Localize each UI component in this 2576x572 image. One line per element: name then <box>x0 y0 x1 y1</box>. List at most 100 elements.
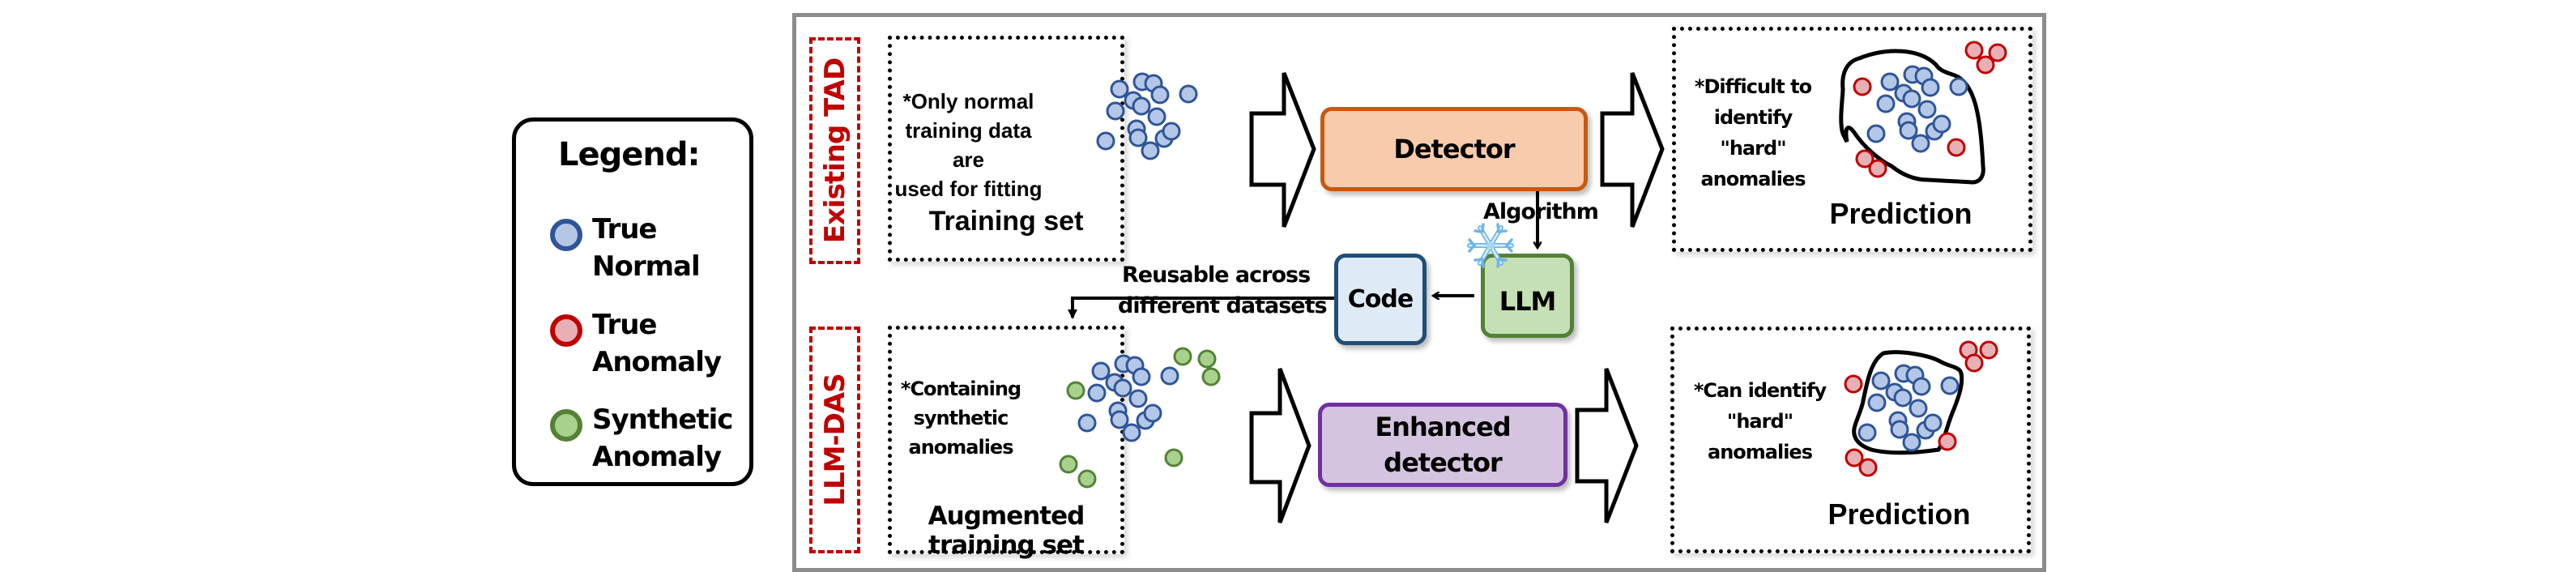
normal-point <box>1110 410 1129 429</box>
training-set-panel: *Only normal training data are used for … <box>888 36 1124 262</box>
normal-point <box>1867 393 1887 412</box>
training-set-note: *Only normal training data are used for … <box>893 87 1043 203</box>
normal-point <box>1909 399 1928 418</box>
normal-point <box>1871 371 1891 391</box>
legend-label-line2: Normal <box>592 250 701 283</box>
true-normal-dot-icon <box>550 219 582 251</box>
prediction-note-llm-das: *Can identify "hard" anomalies <box>1689 375 1831 467</box>
anomaly-point <box>1858 458 1878 477</box>
note-line: *Difficult to <box>1694 75 1812 98</box>
augmented-training-set-title: Augmented training set <box>928 502 1085 560</box>
synthetic-point <box>1173 347 1192 366</box>
normal-point <box>1876 94 1896 113</box>
llm-label: LLM <box>1499 286 1557 317</box>
anomaly-point <box>1964 353 1984 373</box>
code-to-augmented-arrow <box>1068 297 1334 319</box>
synthetic-anomaly-dot-icon <box>550 409 582 442</box>
llm-box: LLM <box>1481 254 1574 338</box>
code-label: Code <box>1347 285 1414 314</box>
detector-box: Detector <box>1320 107 1588 191</box>
normal-point <box>1143 403 1162 423</box>
normal-point <box>1940 376 1960 395</box>
synthetic-point <box>1077 469 1097 489</box>
training-set-title: Training set <box>928 206 1084 237</box>
synthetic-point <box>1059 455 1078 474</box>
snowflake-icon <box>1467 223 1514 268</box>
decision-boundary-llm-das <box>1852 350 1964 455</box>
anomaly-point <box>1845 448 1864 467</box>
normal-point <box>1128 128 1148 147</box>
normal-point <box>1899 121 1918 140</box>
code-box: Code <box>1334 254 1427 345</box>
note-line: "hard" <box>1726 410 1793 433</box>
normal-point <box>1923 413 1943 433</box>
augmented-training-set-panel: *Containing synthetic anomalies Augmente… <box>888 326 1124 560</box>
normal-point <box>1912 377 1931 396</box>
normal-point <box>1890 420 1909 439</box>
normal-point <box>1128 389 1148 408</box>
normal-point <box>1866 124 1886 143</box>
augmented-training-note: *Containing synthetic anomalies <box>900 374 1021 462</box>
legend-label-line1: Synthetic <box>592 403 733 436</box>
block-arrow-enhanced-to-prediction <box>1575 368 1639 523</box>
normal-point <box>1917 100 1937 119</box>
normal-point <box>1096 131 1115 151</box>
normal-point <box>1077 413 1097 433</box>
normal-point <box>1147 107 1166 126</box>
legend-label-line2: Anomaly <box>592 346 722 378</box>
normal-point <box>1122 423 1141 442</box>
normal-point <box>1141 141 1160 160</box>
legend-title: Legend: <box>558 136 700 173</box>
anomaly-point <box>1844 374 1863 394</box>
block-arrow-training-to-detector <box>1249 72 1316 228</box>
normal-point <box>1132 367 1151 386</box>
prediction-title-existing: Prediction <box>1829 197 1973 230</box>
normal-point <box>1110 79 1129 99</box>
anomaly-point <box>1976 55 1995 75</box>
normal-point <box>1893 388 1913 408</box>
normal-point <box>1132 96 1151 116</box>
anomaly-point <box>1979 340 1998 360</box>
normal-point <box>1113 378 1132 398</box>
enhanced-detector-box: Enhanced detector <box>1318 403 1567 487</box>
synthetic-point <box>1201 367 1221 386</box>
true-anomaly-dot-icon <box>550 314 582 347</box>
legend-label-line2: Anomaly <box>592 441 722 473</box>
synthetic-point <box>1066 381 1085 400</box>
anomaly-point <box>1868 159 1887 178</box>
normal-point <box>1857 423 1877 442</box>
scatter-points <box>1059 41 2007 489</box>
normal-point <box>1160 366 1179 386</box>
normal-point <box>1150 85 1170 105</box>
prediction-panel-existing: *Difficult to identify "hard" anomalies … <box>1672 27 2032 252</box>
block-arrow-augmented-to-enhanced <box>1249 368 1311 523</box>
block-arrow-detector-to-prediction <box>1600 72 1665 228</box>
synthetic-point <box>1164 448 1184 467</box>
note-line: synthetic <box>913 407 1009 429</box>
normal-point <box>1911 134 1930 153</box>
normal-point <box>1106 101 1125 121</box>
note-line: anomalies <box>908 436 1014 459</box>
prediction-note-existing: *Difficult to identify "hard" anomalies <box>1692 71 1814 194</box>
section-tag-llm-das: LLM-DAS <box>809 327 860 553</box>
anomaly-point <box>1938 432 1957 451</box>
normal-point <box>1902 89 1921 109</box>
legend-label-line1: True <box>592 309 658 341</box>
note-line: used for fitting <box>894 177 1043 201</box>
section-tag-existing-tad: Existing TAD <box>809 37 860 264</box>
normal-point <box>1902 433 1921 452</box>
reuse-label-line1: Reusable across <box>1122 263 1311 288</box>
synthetic-point <box>1197 349 1217 369</box>
normal-point <box>1949 77 1968 96</box>
algorithm-label: Algorithm <box>1483 199 1599 224</box>
normal-point <box>1179 84 1198 104</box>
anomaly-point <box>1964 41 1984 60</box>
normal-point <box>1880 72 1900 92</box>
anomaly-point <box>1853 77 1872 96</box>
note-line: *Only normal <box>902 89 1034 113</box>
decision-boundary-existing <box>1839 49 1985 185</box>
